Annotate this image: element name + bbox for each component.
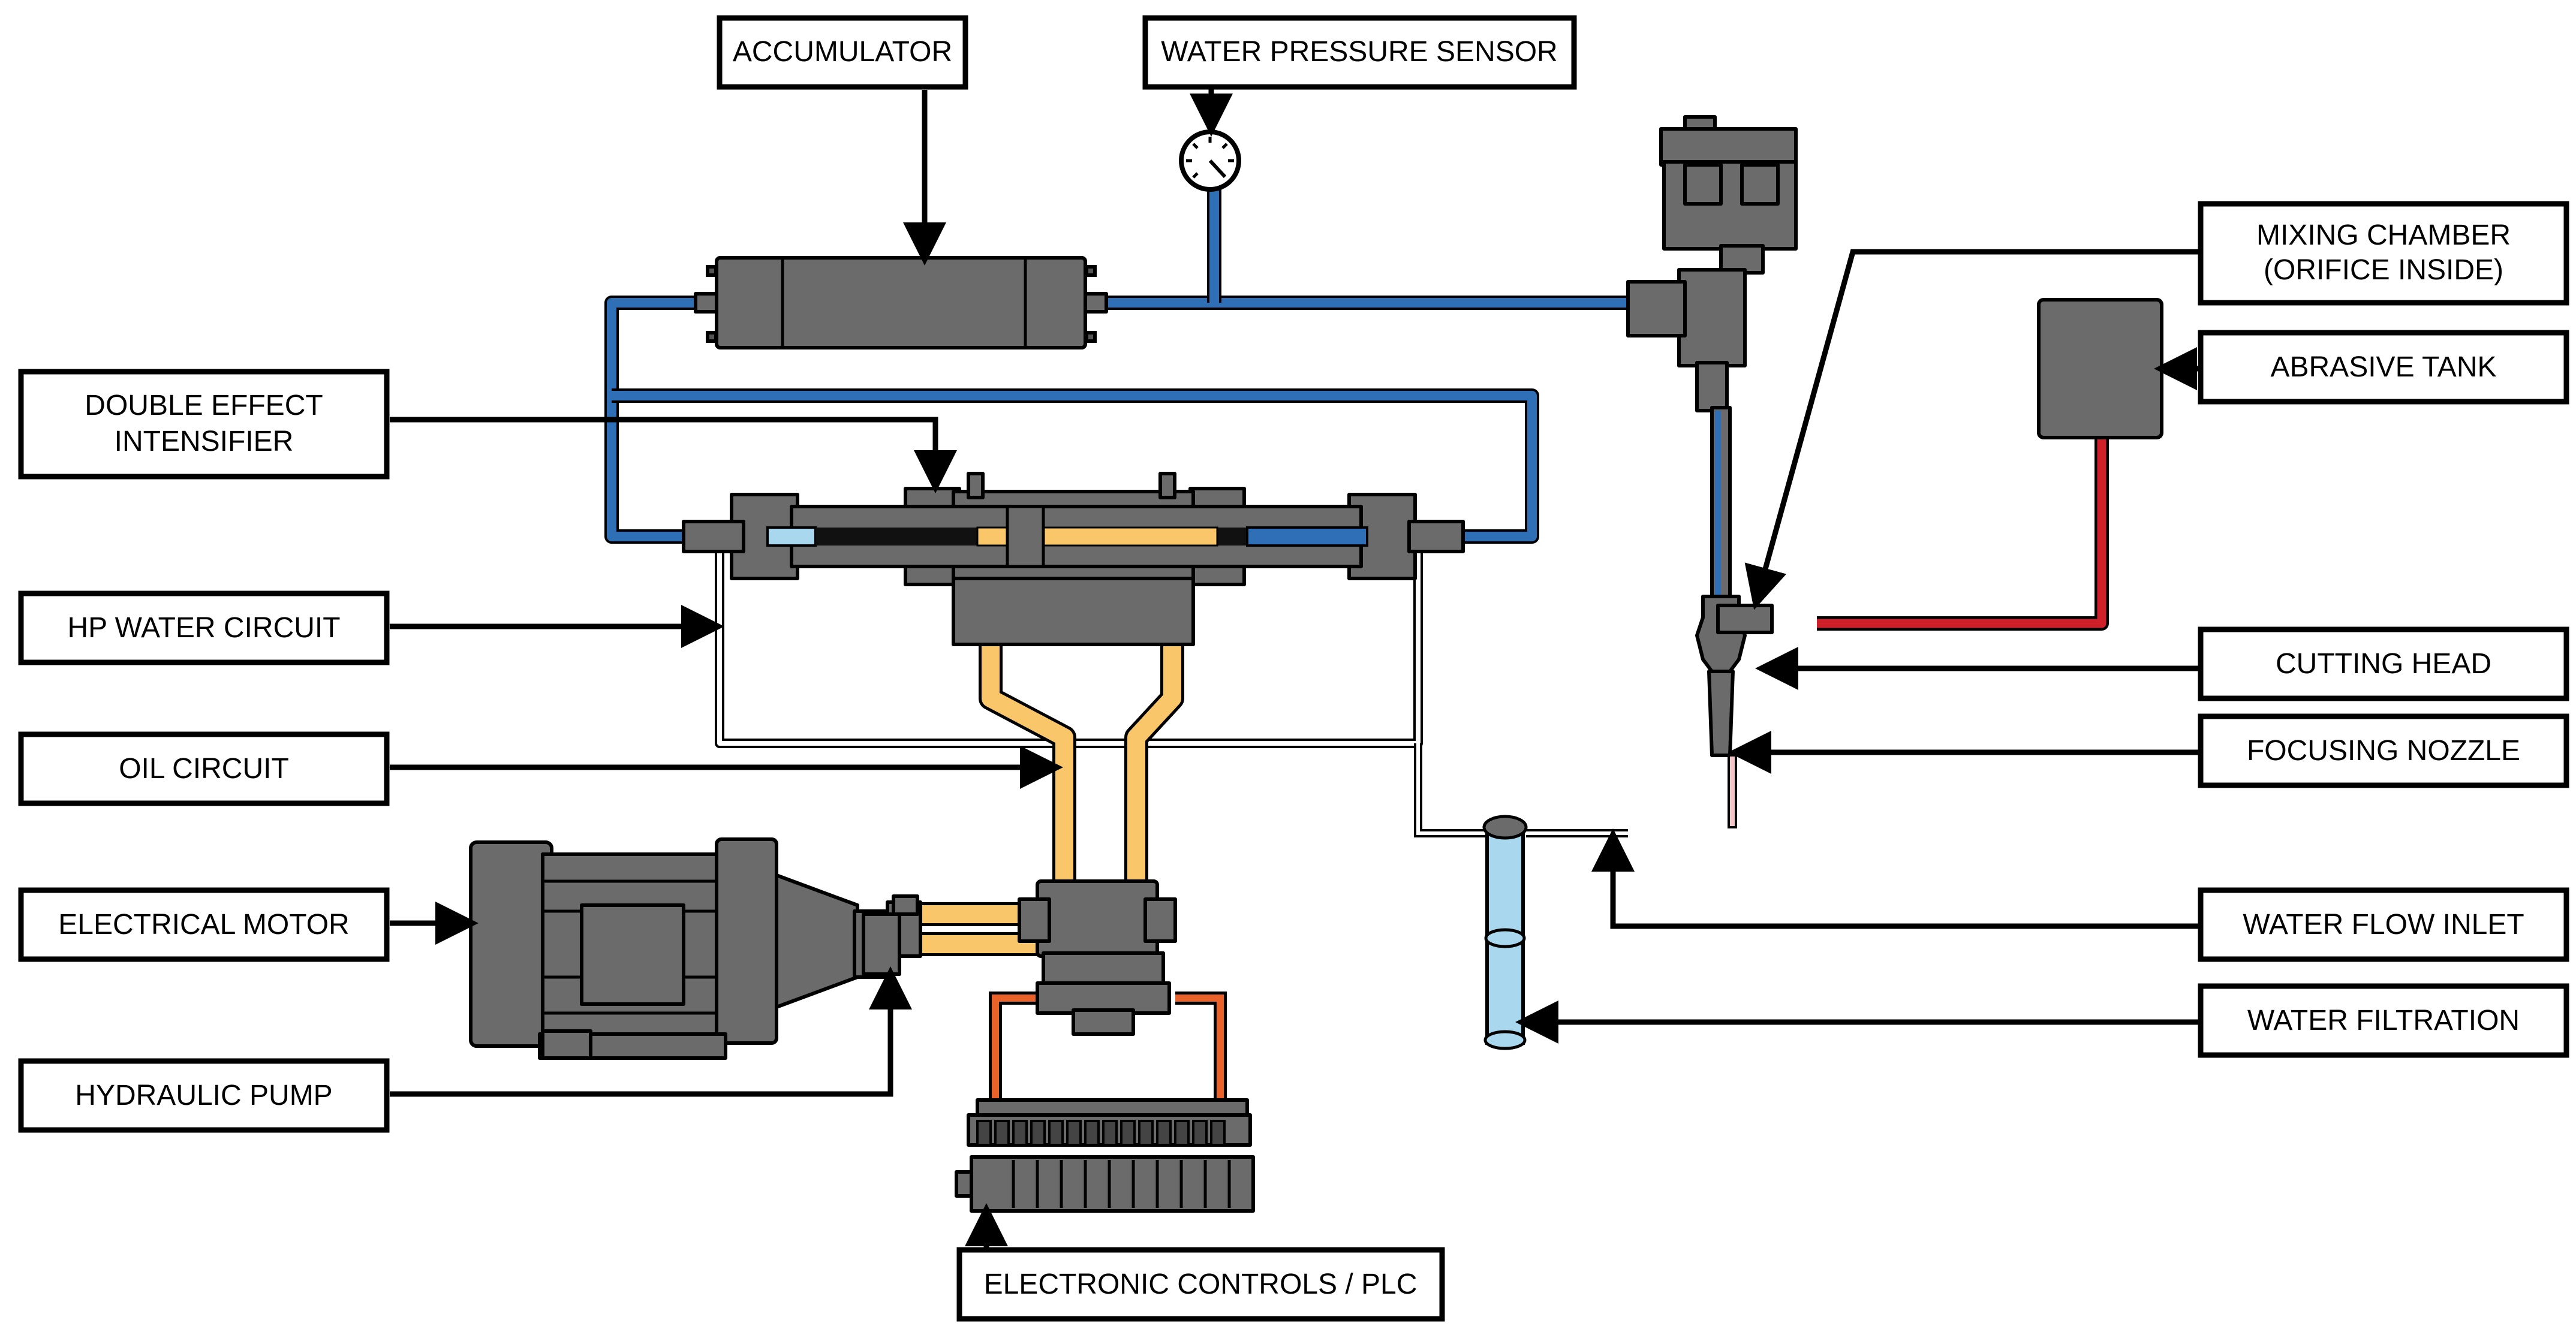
abrasive-tank (2037, 298, 2163, 439)
label-abrasive-tank: ABRASIVE TANK (2198, 330, 2569, 405)
plc-control-loop (989, 992, 1227, 1106)
svg-text:OIL CIRCUIT: OIL CIRCUIT (119, 753, 289, 785)
svg-text:WATER PRESSURE SENSOR: WATER PRESSURE SENSOR (1161, 36, 1557, 68)
svg-text:WATER FLOW INLET: WATER FLOW INLET (2243, 909, 2524, 941)
svg-text:ACCUMULATOR: ACCUMULATOR (733, 36, 952, 68)
svg-text:DOUBLE EFFECT: DOUBLE EFFECT (85, 390, 323, 421)
plc-controller (955, 1098, 1255, 1213)
abrasive-feed-line (1817, 435, 2109, 631)
leader-lines (390, 84, 2201, 1253)
label-accumulator: ACCUMULATOR (717, 15, 968, 90)
valve-block (1018, 879, 1177, 1036)
label-mixing-chamber: MIXING CHAMBER (ORIFICE INSIDE) (2198, 201, 2569, 306)
svg-text:WATER FILTRATION: WATER FILTRATION (2247, 1005, 2520, 1036)
hp-water-piping (604, 186, 1643, 544)
label-water-flow-inlet: WATER FLOW INLET (2198, 887, 2569, 962)
electrical-motor (469, 837, 889, 1060)
label-hydraulic-pump: HYDRAULIC PUMP (18, 1058, 390, 1133)
accumulator-vessel (694, 256, 1108, 349)
label-hp-water-circuit: HP WATER CIRCUIT (18, 590, 390, 665)
double-effect-intensifier (682, 472, 1465, 646)
svg-text:ELECTRICAL MOTOR: ELECTRICAL MOTOR (58, 909, 349, 941)
label-electronic-controls: ELECTRONIC CONTROLS / PLC (956, 1247, 1445, 1322)
pressure-gauge-icon (1179, 129, 1241, 192)
label-water-pressure-sensor: WATER PRESSURE SENSOR (1142, 15, 1577, 90)
hydraulic-pump (862, 894, 922, 976)
svg-text:HP WATER CIRCUIT: HP WATER CIRCUIT (67, 612, 340, 644)
label-oil-circuit: OIL CIRCUIT (18, 731, 390, 806)
svg-text:INTENSIFIER: INTENSIFIER (115, 426, 294, 457)
label-double-effect-intensifier: DOUBLE EFFECT INTENSIFIER (18, 369, 390, 480)
svg-text:ABRASIVE TANK: ABRASIVE TANK (2270, 351, 2496, 383)
label-water-filtration: WATER FILTRATION (2198, 983, 2569, 1058)
label-cutting-head: CUTTING HEAD (2198, 626, 2569, 701)
label-focusing-nozzle: FOCUSING NOZZLE (2198, 713, 2569, 788)
svg-text:CUTTING HEAD: CUTTING HEAD (2276, 648, 2491, 680)
svg-text:ELECTRONIC CONTROLS / PLC: ELECTRONIC CONTROLS / PLC (984, 1268, 1418, 1300)
water-filter (1482, 815, 1528, 1050)
label-electrical-motor: ELECTRICAL MOTOR (18, 887, 390, 962)
svg-text:FOCUSING NOZZLE: FOCUSING NOZZLE (2247, 735, 2520, 767)
svg-text:(ORIFICE INSIDE): (ORIFICE INSIDE) (2264, 254, 2503, 286)
svg-text:HYDRAULIC PUMP: HYDRAULIC PUMP (75, 1080, 332, 1111)
svg-text:MIXING CHAMBER: MIXING CHAMBER (2256, 219, 2511, 251)
cutting-head-assembly (1626, 115, 1798, 828)
